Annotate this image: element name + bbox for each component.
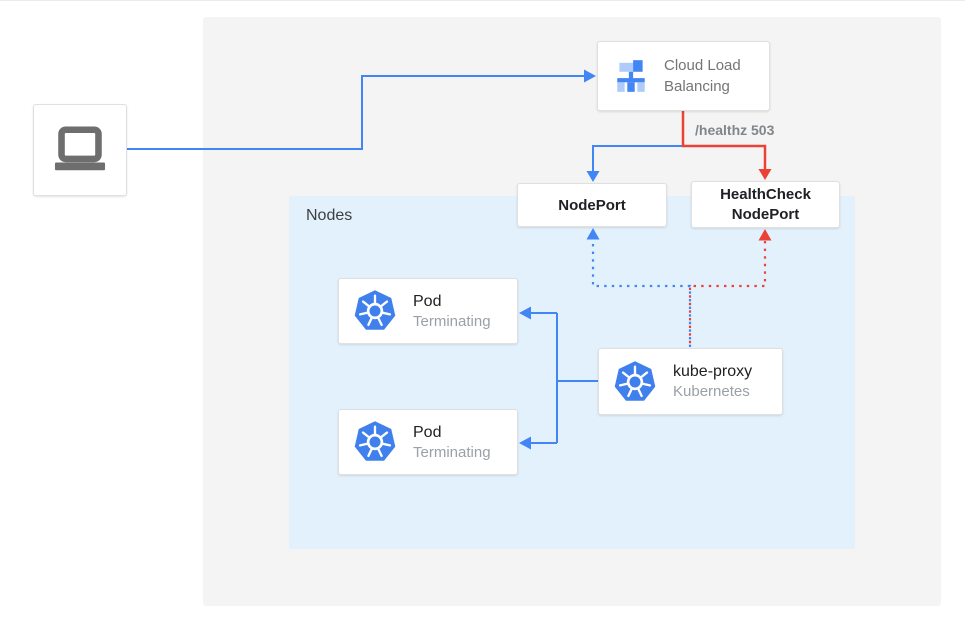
kube-proxy-subtitle: Kubernetes bbox=[673, 383, 750, 400]
healthcheck-nodeport-node: HealthCheck NodePort bbox=[691, 181, 840, 228]
nodes-group-label: Nodes bbox=[306, 207, 353, 224]
nodeport-node: NodePort bbox=[517, 183, 667, 227]
kubernetes-icon bbox=[353, 289, 397, 333]
kubernetes-icon bbox=[613, 360, 657, 404]
kubernetes-icon bbox=[353, 420, 397, 464]
cloud-load-balancing-node: Cloud Load Balancing bbox=[597, 41, 770, 111]
pod-status: Terminating bbox=[413, 443, 491, 461]
kube-proxy-node: kube-proxy Kubernetes bbox=[598, 348, 783, 415]
cloud-load-balancing-label: Cloud Load Balancing bbox=[664, 57, 741, 95]
client-node bbox=[33, 104, 127, 196]
cloud-load-balancing-icon bbox=[612, 57, 650, 95]
pod-status: Terminating bbox=[413, 312, 491, 330]
pod-node-2: Pod Terminating bbox=[338, 409, 518, 475]
nodeport-label: NodePort bbox=[558, 196, 626, 214]
pod-title: Pod bbox=[413, 423, 442, 441]
pod-title: Pod bbox=[413, 292, 442, 310]
laptop-icon bbox=[49, 119, 111, 181]
healthz-status-label: /healthz 503 bbox=[695, 122, 775, 138]
kube-proxy-title: kube-proxy bbox=[673, 363, 753, 380]
pod-node-1: Pod Terminating bbox=[338, 278, 518, 344]
healthcheck-nodeport-label: HealthCheck NodePort bbox=[720, 185, 811, 223]
